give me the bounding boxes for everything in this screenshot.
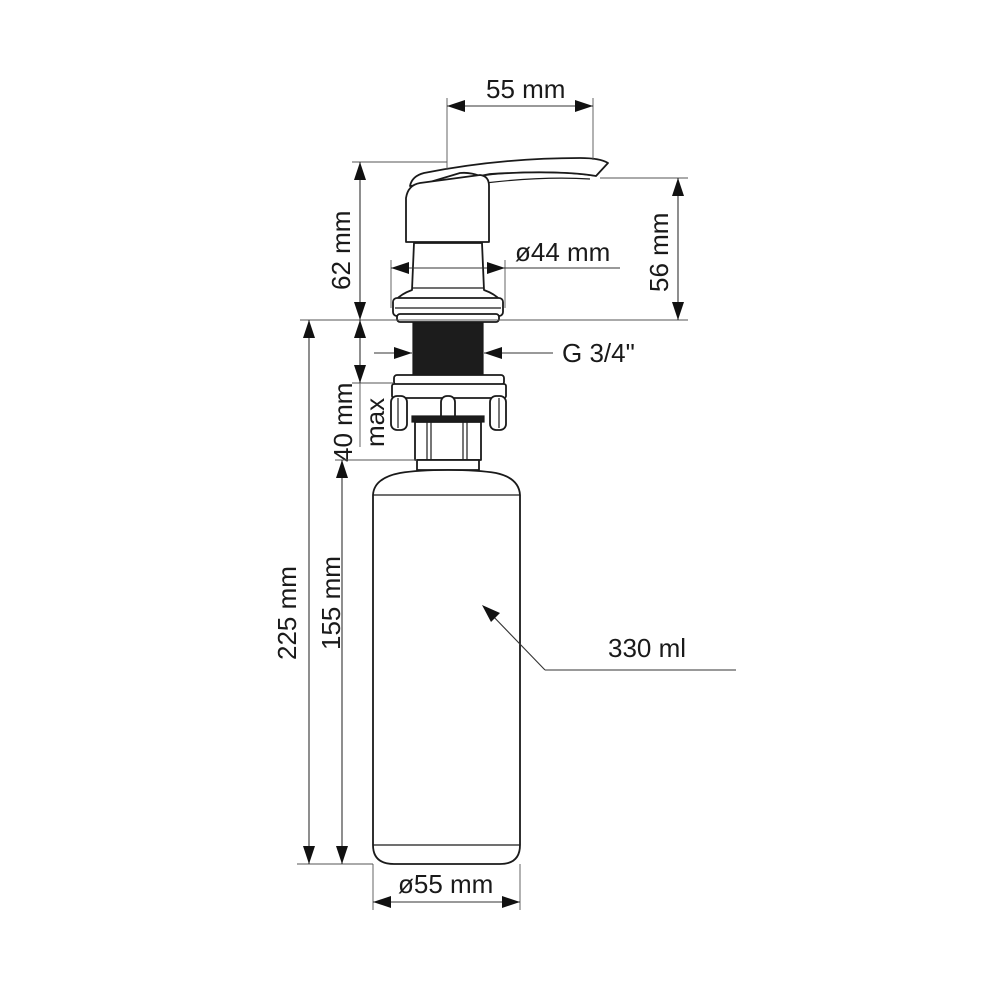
dim-head-total-height: 62 mm — [326, 161, 447, 320]
label-overall-below-deck: 225 mm — [272, 566, 302, 660]
label-thread: G 3/4" — [562, 338, 635, 368]
dim-head-above-deck: 56 mm — [300, 177, 688, 321]
leader-bottle-capacity: 330 ml — [482, 605, 736, 671]
dim-bottle-height: 155 mm — [316, 459, 417, 864]
dim-thread: G 3/4" — [374, 338, 635, 368]
label-head-above-deck: 56 mm — [644, 213, 674, 292]
dim-countertop-thickness: 40 mm max — [328, 320, 394, 462]
label-countertop-thickness: 40 mm — [328, 383, 358, 462]
dim-overall-below-deck: 225 mm — [272, 320, 373, 865]
head-neck — [395, 242, 501, 301]
lever-edge — [479, 171, 597, 184]
pump-head — [392, 157, 609, 323]
flange-base — [396, 313, 500, 323]
label-lever-reach: 55 mm — [486, 74, 565, 104]
label-countertop-max: max — [360, 398, 390, 447]
dim-lever-reach: 55 mm — [446, 74, 594, 170]
threaded-shank — [412, 322, 484, 376]
label-bottle-height: 155 mm — [316, 556, 346, 650]
label-head-total-height: 62 mm — [326, 211, 356, 290]
dim-bottle-diameter: ø55 mm — [372, 864, 521, 910]
bottle-neck — [414, 421, 482, 471]
bottle — [372, 469, 521, 865]
dim-base-diameter: ø44 mm — [390, 237, 620, 308]
head-cap — [405, 174, 490, 243]
label-bottle-diameter: ø55 mm — [398, 869, 493, 899]
label-bottle-capacity: 330 ml — [608, 633, 686, 663]
label-base-diameter: ø44 mm — [515, 237, 610, 267]
